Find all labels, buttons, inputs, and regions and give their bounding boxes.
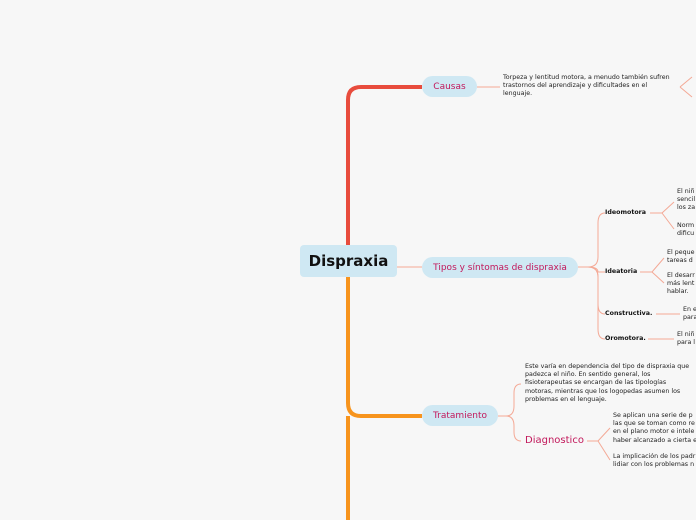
branch-line-tratamiento <box>346 277 422 418</box>
text-line: padezca el niño. En sentido general, los <box>525 371 651 379</box>
text-line: sencil <box>677 196 696 204</box>
text-line: motoras, mientras que los logopedas asum… <box>525 387 681 395</box>
topic-tratamiento[interactable]: Tratamiento <box>422 405 498 426</box>
text-line: los za <box>677 204 696 212</box>
text-line: problemas en el lenguaje. <box>525 395 607 403</box>
subtopic-diagnostico[interactable]: Diagnostico <box>525 435 584 446</box>
ideatoria-text-2: El desarr más lent hablar. <box>667 272 695 297</box>
text-line: hablar. <box>667 288 689 296</box>
causas-text: Torpeza y lentitud motora, a menudo tamb… <box>503 74 670 99</box>
text-line: Norm <box>677 222 695 229</box>
text-line: lenguaje. <box>503 90 533 98</box>
text-line: En e <box>683 306 696 313</box>
text-line: El niñ <box>677 188 695 195</box>
oromotora-text: El niñ para l <box>677 331 695 347</box>
text-line: El niñ <box>677 331 695 338</box>
central-topic[interactable]: Dispraxia <box>300 245 397 277</box>
text-line: Este varía en dependencia del tipo de di… <box>525 363 690 370</box>
tratamiento-text: Este varía en dependencia del tipo de di… <box>525 363 689 404</box>
text-line: Se aplican una serie de p <box>613 412 693 419</box>
ideomotora-text-1: El niñ sencil los za <box>677 188 695 213</box>
topic-causas[interactable]: Causas <box>422 76 477 97</box>
text-line: para l <box>677 339 696 347</box>
subtopic-ideomotora[interactable]: Ideomotora <box>605 209 647 216</box>
text-line: trastornos del aprendizaje y dificultade… <box>503 82 648 90</box>
text-line: haber alcanzado a cierta e <box>613 436 696 444</box>
ideomotora-text-2: Norm dificu <box>677 222 694 238</box>
subtopic-oromotora[interactable]: Oromotora. <box>605 335 646 342</box>
text-line: las que se toman como re <box>613 420 695 428</box>
text-line: en el plano motor e intele <box>613 428 695 436</box>
text-line: La implicación de los padr <box>613 453 696 460</box>
text-line: fisioterapeutas se encargan de las tipol… <box>525 379 667 387</box>
text-line: Torpeza y lentitud motora, a menudo tamb… <box>503 74 670 81</box>
subtopic-constructiva[interactable]: Constructiva. <box>605 310 653 317</box>
text-line: dificu <box>677 230 695 238</box>
text-line: más lent <box>667 280 695 288</box>
subtopic-ideatoria[interactable]: Ideatoria <box>605 268 638 275</box>
constructiva-text: En e para <box>683 306 696 322</box>
diagnostico-text-2: La implicación de los padr lidiar con lo… <box>613 453 695 469</box>
text-line: El desarr <box>667 272 695 279</box>
branch-line-causas <box>346 85 422 245</box>
ideatoria-text-1: El peque tareas d <box>667 249 694 265</box>
topic-tipos[interactable]: Tipos y síntomas de dispraxia <box>422 257 578 278</box>
diagnostico-text-1: Se aplican una serie de p las que se tom… <box>613 412 696 445</box>
text-line: lidiar con los problemas n <box>613 461 695 469</box>
text-line: tareas d <box>667 257 693 265</box>
text-line: El peque <box>667 249 695 256</box>
text-line: para <box>683 314 696 322</box>
